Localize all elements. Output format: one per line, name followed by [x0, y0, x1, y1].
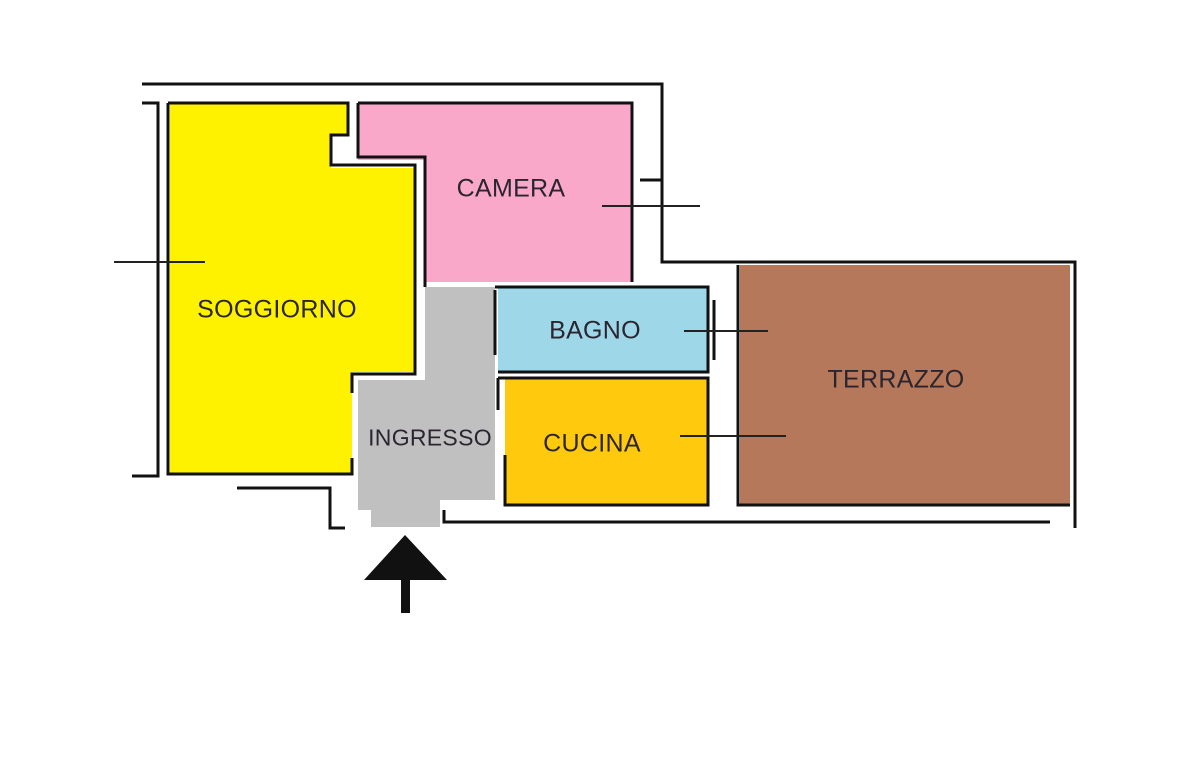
room-soggiorno: [170, 103, 415, 473]
room-bagno: [498, 287, 708, 372]
room-ingresso: [358, 287, 495, 527]
label-terrazzo: TERRAZZO: [827, 365, 965, 394]
window-markers: [114, 205, 786, 437]
label-soggiorno: SOGGIORNO: [197, 295, 357, 324]
walls: [132, 82, 1077, 530]
label-ingresso: INGRESSO: [368, 424, 492, 451]
room-terrazzo: [740, 265, 1070, 505]
label-camera: CAMERA: [456, 174, 566, 203]
room-cucina: [505, 378, 708, 505]
label-cucina: CUCINA: [543, 429, 641, 458]
entrance-arrow-up-icon: [364, 535, 447, 613]
label-bagno: BAGNO: [549, 316, 641, 345]
